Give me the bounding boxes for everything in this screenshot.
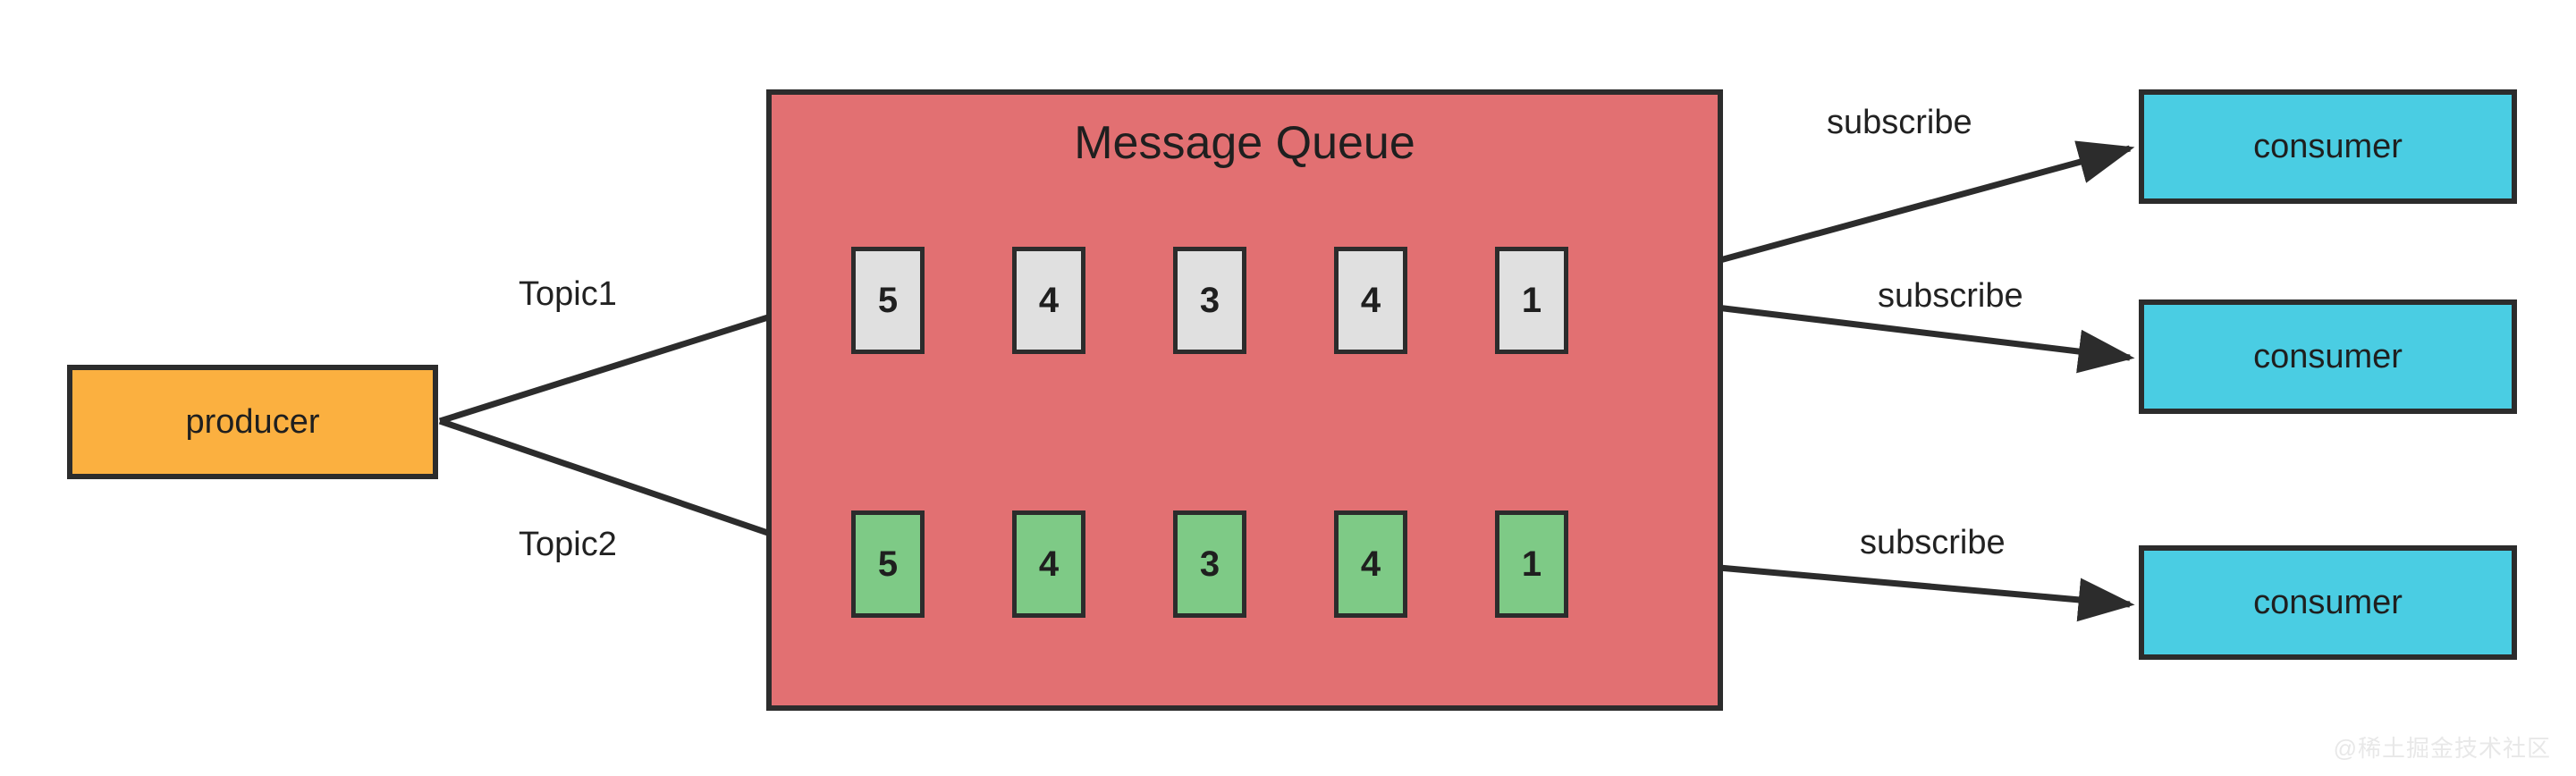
consumer-node-2[interactable]: consumer [2139, 299, 2517, 414]
consumer-node-3[interactable]: consumer [2139, 545, 2517, 660]
topic1-message-value: 4 [1360, 281, 1381, 320]
edge-label-subscribe-1: subscribe [1827, 104, 1972, 141]
topic1-message-5[interactable]: 1 [1495, 247, 1568, 354]
topic1-message-4[interactable]: 4 [1334, 247, 1407, 354]
producer-label: producer [185, 403, 320, 441]
watermark: @稀土掘金技术社区 [2333, 735, 2551, 762]
consumer-node-1[interactable]: consumer [2139, 89, 2517, 204]
topic2-message-value: 1 [1521, 544, 1542, 584]
topic1-message-value: 3 [1199, 281, 1220, 320]
consumer-label: consumer [2253, 128, 2403, 165]
topic2-message-4[interactable]: 4 [1334, 510, 1407, 618]
topic1-message-value: 5 [877, 281, 899, 320]
topic2-message-2[interactable]: 4 [1012, 510, 1085, 618]
topic1-message-value: 4 [1038, 281, 1060, 320]
edge-label-topic1: Topic1 [519, 275, 617, 313]
topic2-message-value: 4 [1360, 544, 1381, 584]
edge-label-topic2: Topic2 [519, 526, 617, 563]
topic1-message-value: 1 [1521, 281, 1542, 320]
topic1-message-2[interactable]: 4 [1012, 247, 1085, 354]
message-queue-node[interactable]: Message Queue 5 4 3 4 1 5 4 3 4 1 [766, 89, 1723, 711]
edge-label-subscribe-2: subscribe [1878, 277, 2023, 315]
producer-node[interactable]: producer [67, 365, 438, 479]
topic2-message-3[interactable]: 3 [1173, 510, 1246, 618]
message-queue-title: Message Queue [1074, 117, 1415, 169]
consumer-label: consumer [2253, 584, 2403, 621]
topic2-message-value: 4 [1038, 544, 1060, 584]
topic2-message-value: 3 [1199, 544, 1220, 584]
topic2-message-1[interactable]: 5 [851, 510, 925, 618]
edge-label-subscribe-3: subscribe [1860, 524, 2006, 561]
topic1-message-1[interactable]: 5 [851, 247, 925, 354]
topic2-message-value: 5 [877, 544, 899, 584]
topic2-message-5[interactable]: 1 [1495, 510, 1568, 618]
topic1-message-3[interactable]: 3 [1173, 247, 1246, 354]
consumer-label: consumer [2253, 338, 2403, 375]
